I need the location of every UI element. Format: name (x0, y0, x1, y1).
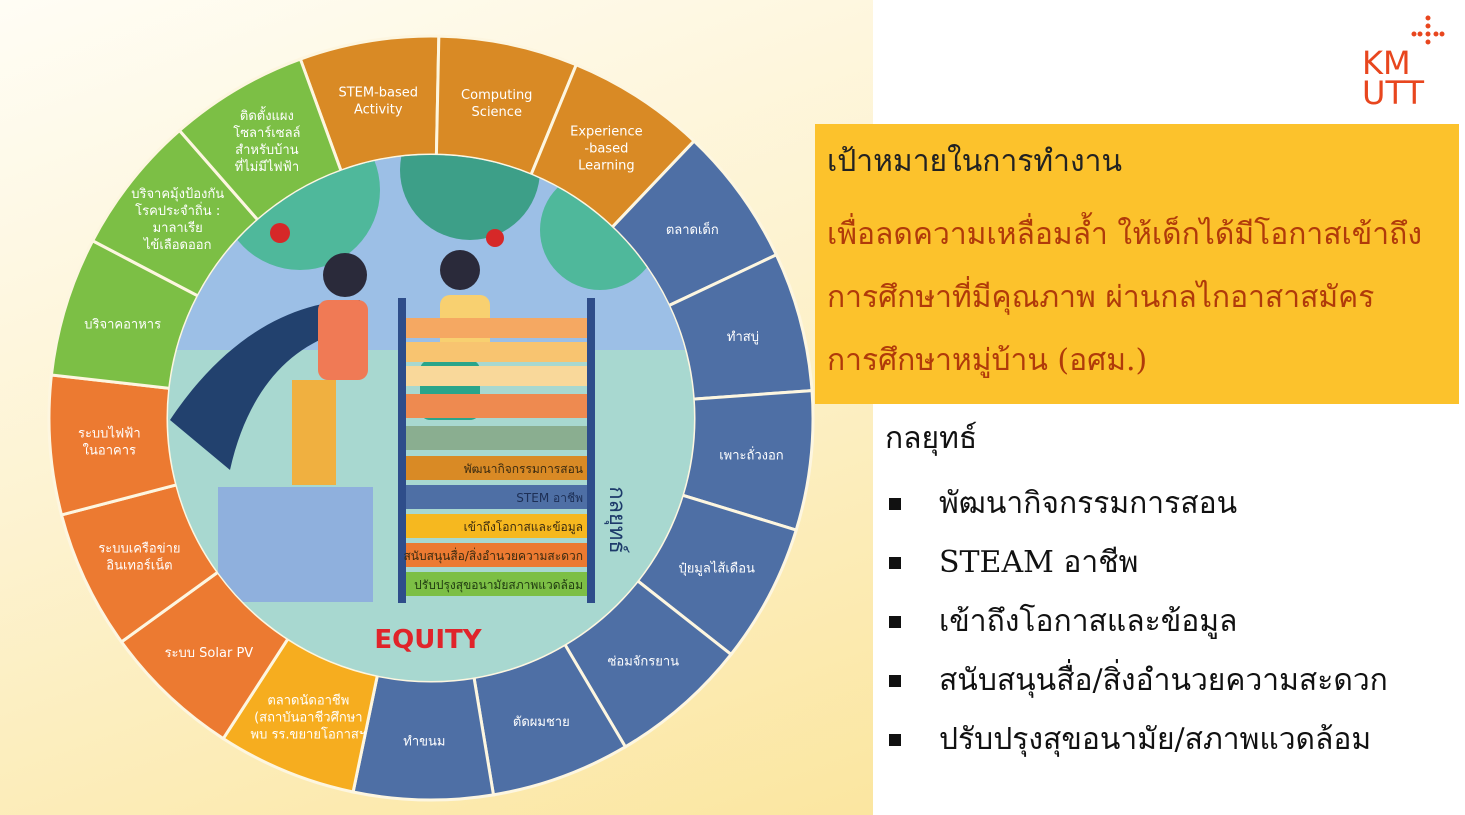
goal-line: การศึกษาที่มีคุณภาพ ผ่านกลไกอาสาสมัคร (827, 280, 1375, 315)
equity-label: EQUITY (374, 625, 482, 655)
ladder-rung (406, 514, 587, 538)
ladder-rail (587, 298, 595, 603)
wheel-segment-label: เพาะถั่วงอก (719, 446, 784, 463)
strategy-item: พัฒนากิจกรรมการสอน (885, 474, 1455, 533)
bullet-icon (889, 733, 901, 746)
ladder-rung-label: เข้าถึงโอกาสและข้อมูล (464, 520, 583, 535)
inner-illustration: พัฒนากิจกรรมการสอน STEM อาชีพเข้าถึงโอกาส… (168, 155, 694, 681)
apple-icon (270, 223, 290, 243)
strategy-item-label: เข้าถึงโอกาสและข้อมูล (939, 604, 1238, 639)
ladder-rung (406, 572, 587, 596)
strategy-item: สนับสนุนสื่อ/สิ่งอำนวยความสะดวก (885, 651, 1455, 710)
wheel-segment-label: บริจาคอาหาร (84, 317, 161, 332)
girl-head (323, 253, 367, 297)
ladder-rung-label: STEM อาชีพ (516, 491, 583, 505)
goal-line: เพื่อลดความเหลื่อมล้ำ ให้เด็กได้มีโอกาสเ… (827, 217, 1422, 252)
ladder-rung-label: สนับสนุนสื่อ/สิ่งอำนวยความสะดวก (403, 547, 583, 564)
kmutt-logo: KM UTT (1362, 14, 1446, 112)
strategy-list: กลยุทธ์ พัฒนากิจกรรมการสอน STEAM อาชีพ เ… (885, 415, 1455, 769)
wheel-segment-label: ระบบ Solar PV (165, 646, 254, 661)
girl-legs (292, 380, 336, 485)
wheel-segment-label: ซ่อมจักรยาน (608, 655, 680, 670)
svg-text:KM: KM (1362, 44, 1411, 82)
wheel-segment-label: บริจาคมุ้งป้องกันโรคประจำถิ่น :มาลาเรียไ… (131, 187, 224, 253)
ladder-rung (406, 485, 587, 509)
bullet-icon (889, 497, 901, 510)
wheel-segment-label: ทำขนม (403, 734, 445, 749)
wheel-segment-label: ปุ๋ยมูลไส้เดือน (678, 561, 755, 577)
ladder-rung-label: พัฒนากิจกรรมการสอน (464, 462, 583, 476)
svg-text:UTT: UTT (1362, 74, 1424, 106)
apple-icon (486, 229, 504, 247)
ladder-rail (398, 298, 406, 603)
wheel-segment-label: ตลาดเด็ก (666, 220, 719, 238)
tree-branch (170, 300, 360, 470)
wheel-segment-label: ทำสบู่ (727, 330, 759, 345)
girl-body (318, 300, 368, 380)
strategy-item-label: สนับสนุนสื่อ/สิ่งอำนวยความสะดวก (939, 663, 1388, 698)
wheel-segment-label: ระบบเครือข่ายอินเทอร์เน็ต (98, 540, 180, 573)
strategy-item-label: ปรับปรุงสุขอนามัย/สภาพแวดล้อม (939, 722, 1372, 757)
boy-head (440, 250, 480, 290)
wheel-segment-label: ระบบไฟฟ้าในอาคาร (78, 426, 141, 459)
strategy-title: กลยุทธ์ (885, 421, 978, 456)
bullet-icon (889, 674, 901, 687)
wheel-segment-label: ติดตั้งแผงโซลาร์เซลล์สำหรับบ้านที่ไม่มีไ… (233, 106, 300, 175)
strategy-item: STEAM อาชีพ (885, 533, 1455, 592)
box-platform (218, 487, 373, 602)
wheel-segment-label: ตลาดนัดอาชีพ(สถาบันอาชีวศึกษาพบ รร.ขยายโ… (251, 692, 367, 742)
strategy-item-label: พัฒนากิจกรรมการสอน (939, 486, 1238, 521)
ladder-rung-label: ปรับปรุงสุขอนามัยสภาพแวดล้อม (414, 578, 583, 593)
wheel-segment-label: ตัดผมชาย (513, 715, 570, 730)
tree-foliage (400, 155, 540, 240)
goal-box: เป้าหมายในการทำงาน เพื่อลดความเหลื่อมล้ำ… (815, 124, 1459, 404)
goal-line: การศึกษาหมู่บ้าน (อศม.) (827, 343, 1148, 378)
strategy-vertical-label: กลยุทธ์ (604, 486, 629, 554)
ladder-rung (406, 543, 587, 567)
strategy-item: ปรับปรุงสุขอนามัย/สภาพแวดล้อม (885, 710, 1455, 769)
strategy-item: เข้าถึงโอกาสและข้อมูล (885, 592, 1455, 651)
goal-title: เป้าหมายในการทำงาน (827, 144, 1123, 179)
bullet-icon (889, 615, 901, 628)
ladder-rungs: พัฒนากิจกรรมการสอน STEM อาชีพเข้าถึงโอกาส… (403, 456, 587, 596)
tree-foliage (220, 155, 380, 270)
bullet-icon (889, 556, 901, 569)
ladder-rung (406, 456, 587, 480)
strategy-item-label: STEAM อาชีพ (939, 545, 1139, 580)
